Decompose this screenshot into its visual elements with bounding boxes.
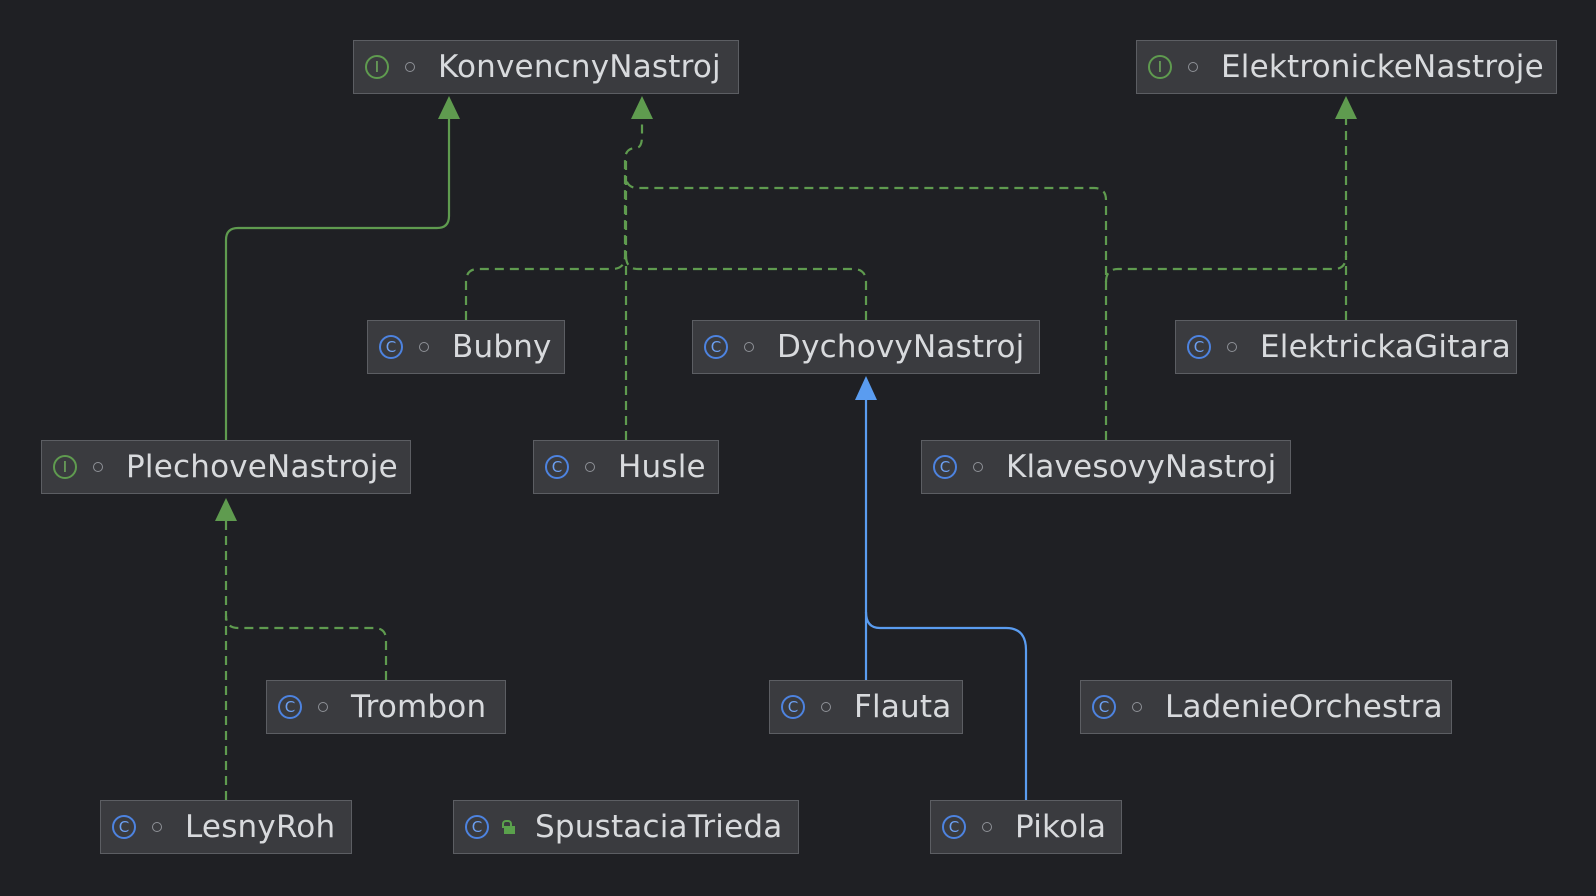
- node-label: PlechoveNastroje: [126, 449, 398, 485]
- node-spustacia-trieda[interactable]: C SpustaciaTrieda: [453, 800, 799, 854]
- class-icon: C: [278, 695, 302, 719]
- node-label: ElektrickaGitara: [1260, 329, 1511, 365]
- arrowhead-plechove: [215, 498, 237, 521]
- node-husle[interactable]: C Husle: [533, 440, 719, 494]
- node-label: KonvencnyNastroj: [438, 49, 721, 85]
- class-icon: C: [379, 335, 403, 359]
- class-icon: C: [933, 455, 957, 479]
- node-label: ElektronickeNastroje: [1221, 49, 1544, 85]
- arrowhead-konvencny-right: [631, 96, 653, 119]
- class-icon: C: [545, 455, 569, 479]
- node-label: KlavesovyNastroj: [1006, 449, 1277, 485]
- node-plechove-nastroje[interactable]: I PlechoveNastroje: [41, 440, 411, 494]
- package-visibility-icon: [973, 462, 983, 472]
- node-elektronicke-nastroje[interactable]: I ElektronickeNastroje: [1136, 40, 1557, 94]
- node-label: LesnyRoh: [185, 809, 336, 845]
- package-visibility-icon: [152, 822, 162, 832]
- node-konvencny-nastroj[interactable]: I KonvencnyNastroj: [353, 40, 739, 94]
- class-icon: C: [1092, 695, 1116, 719]
- package-visibility-icon: [821, 702, 831, 712]
- edge-trombon-to-plechove: [224, 615, 388, 680]
- edge-plechove-to-konvencny: [224, 116, 451, 440]
- class-icon: C: [112, 815, 136, 839]
- node-klavesovy-nastroj[interactable]: C KlavesovyNastroj: [921, 440, 1291, 494]
- node-bubny[interactable]: C Bubny: [367, 320, 565, 374]
- interface-icon: I: [365, 55, 389, 79]
- public-unlock-icon: [501, 820, 515, 834]
- package-visibility-icon: [1132, 702, 1142, 712]
- class-icon: C: [465, 815, 489, 839]
- node-label: LadenieOrchestra: [1165, 689, 1443, 725]
- class-icon: C: [1187, 335, 1211, 359]
- arrowhead-dychovy: [855, 376, 877, 400]
- package-visibility-icon: [419, 342, 429, 352]
- interface-icon: I: [1148, 55, 1172, 79]
- class-icon: C: [942, 815, 966, 839]
- node-label: Trombon: [351, 689, 487, 725]
- edge-bubny-to-konvencny: [464, 116, 644, 320]
- node-label: SpustaciaTrieda: [535, 809, 783, 845]
- package-visibility-icon: [982, 822, 992, 832]
- class-icon: C: [781, 695, 805, 719]
- node-flauta[interactable]: C Flauta: [769, 680, 963, 734]
- node-trombon[interactable]: C Trombon: [266, 680, 506, 734]
- package-visibility-icon: [93, 462, 103, 472]
- arrowhead-konvencny-left: [438, 96, 460, 119]
- arrowhead-elektronicke: [1335, 96, 1357, 119]
- node-label: Pikola: [1015, 809, 1107, 845]
- edge-klavesovy-to-konvencny: [624, 175, 1108, 440]
- node-elektricka-gitara[interactable]: C ElektrickaGitara: [1175, 320, 1517, 374]
- package-visibility-icon: [585, 462, 595, 472]
- node-pikola[interactable]: C Pikola: [930, 800, 1122, 854]
- class-icon: C: [704, 335, 728, 359]
- package-visibility-icon: [1188, 62, 1198, 72]
- edge-klavesovy-to-elektronicke: [1104, 255, 1348, 283]
- interface-icon: I: [53, 455, 77, 479]
- node-label: DychovyNastroj: [777, 329, 1025, 365]
- node-ladenie-orchestra[interactable]: C LadenieOrchestra: [1080, 680, 1452, 734]
- edge-dychovy-to-konvencny: [624, 255, 868, 320]
- package-visibility-icon: [405, 62, 415, 72]
- node-dychovy-nastroj[interactable]: C DychovyNastroj: [692, 320, 1040, 374]
- node-lesny-roh[interactable]: C LesnyRoh: [100, 800, 352, 854]
- package-visibility-icon: [744, 342, 754, 352]
- node-label: Bubny: [452, 329, 552, 365]
- package-visibility-icon: [318, 702, 328, 712]
- edge-pikola-to-dychovy: [864, 611, 1028, 800]
- package-visibility-icon: [1227, 342, 1237, 352]
- node-label: Flauta: [854, 689, 952, 725]
- node-label: Husle: [618, 449, 706, 485]
